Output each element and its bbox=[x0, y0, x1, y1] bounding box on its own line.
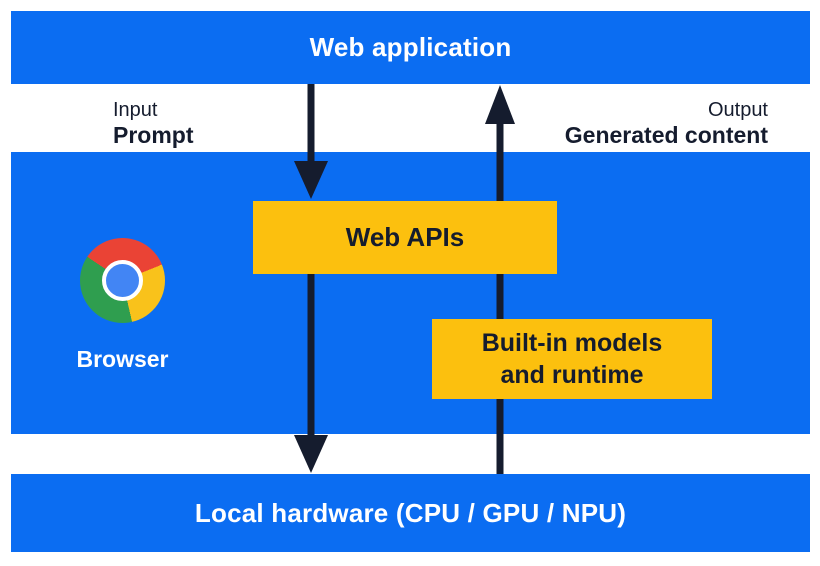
browser-label: Browser bbox=[76, 346, 169, 372]
builtin-models-line1: Built-in models bbox=[481, 329, 663, 357]
local-hardware-label: Local hardware (CPU / GPU / NPU) bbox=[194, 497, 627, 528]
chrome-logo-hub bbox=[102, 260, 143, 301]
web-apis-label: Web APIs bbox=[345, 222, 465, 252]
input-title: Input bbox=[113, 99, 158, 121]
web-application-label: Web application bbox=[309, 32, 512, 62]
builtin-models-box: Built-in models and runtime bbox=[432, 319, 712, 399]
web-apis-box: Web APIs bbox=[253, 201, 557, 274]
output-value: Generated content bbox=[564, 122, 768, 148]
output-flow-labels: Output Generated content bbox=[565, 99, 768, 149]
local-hardware-bar: Local hardware (CPU / GPU / NPU) bbox=[11, 474, 810, 552]
input-flow-labels: Input Prompt bbox=[113, 99, 194, 149]
output-title: Output bbox=[707, 99, 768, 121]
down-arrow-to-local-hardware bbox=[294, 272, 328, 473]
down-arrow-to-web-apis bbox=[294, 84, 328, 199]
web-application-bar: Web application bbox=[11, 11, 810, 84]
chrome-logo-icon bbox=[80, 238, 165, 323]
builtin-models-line2: and runtime bbox=[500, 361, 644, 389]
input-value: Prompt bbox=[113, 122, 194, 148]
up-arrow-to-web-application bbox=[485, 85, 515, 474]
